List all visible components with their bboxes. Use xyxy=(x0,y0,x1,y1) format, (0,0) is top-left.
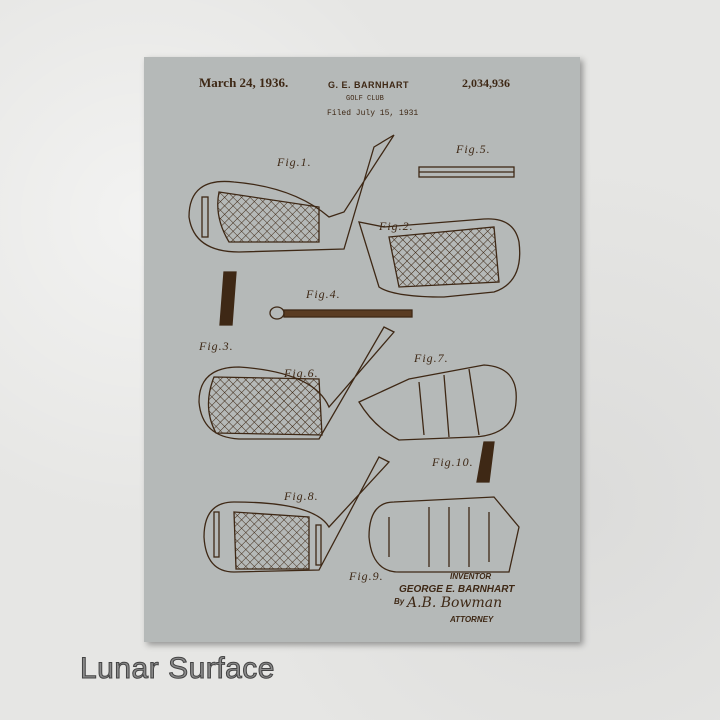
figure-9-label: Fig.9. xyxy=(349,569,384,583)
figure-3-label: Fig.3. xyxy=(199,339,234,353)
by-label: By xyxy=(394,597,405,606)
figure-1-drawing xyxy=(188,134,395,253)
figure-4-drawing xyxy=(269,306,413,320)
patent-number: 2,034,936 xyxy=(462,76,510,90)
figure-6-label: Fig.6. xyxy=(284,366,319,380)
patent-drawings xyxy=(188,134,521,573)
figure-4-label: Fig.4. xyxy=(306,287,341,301)
figure-9-drawing xyxy=(368,496,520,573)
patent-date: March 24, 1936. xyxy=(199,75,289,90)
figure-6-drawing xyxy=(198,326,396,440)
figure-8-label: Fig.8. xyxy=(284,489,319,503)
attorney-signature: A.B. Bowman xyxy=(407,595,503,611)
patent-title: GOLF CLUB xyxy=(346,95,384,103)
product-caption: Lunar Surface xyxy=(80,652,275,686)
figure-3-drawing xyxy=(219,271,237,326)
figure-7-label: Fig.7. xyxy=(414,351,449,365)
patent-inventor-header: G. E. BARNHART xyxy=(328,80,409,90)
inventor-name: GEORGE E. BARNHART xyxy=(399,584,515,595)
figure-10-drawing xyxy=(476,441,495,483)
figure-10-label: Fig.10. xyxy=(432,455,474,469)
attorney-label: ATTORNEY xyxy=(450,615,494,624)
figure-2-label: Fig.2. xyxy=(379,219,414,233)
figure-2-drawing xyxy=(358,218,521,298)
figure-8-drawing xyxy=(203,456,391,573)
figure-1-label: Fig.1. xyxy=(277,155,312,169)
patent-filed-date: Filed July 15, 1931 xyxy=(327,109,419,118)
figure-5-drawing xyxy=(418,166,515,178)
figure-7-drawing xyxy=(358,364,517,441)
figure-5-label: Fig.5. xyxy=(456,142,491,156)
inventor-label: INVENTOR xyxy=(450,572,492,581)
patent-print: March 24, 1936. G. E. BARNHART GOLF CLUB… xyxy=(144,57,580,642)
